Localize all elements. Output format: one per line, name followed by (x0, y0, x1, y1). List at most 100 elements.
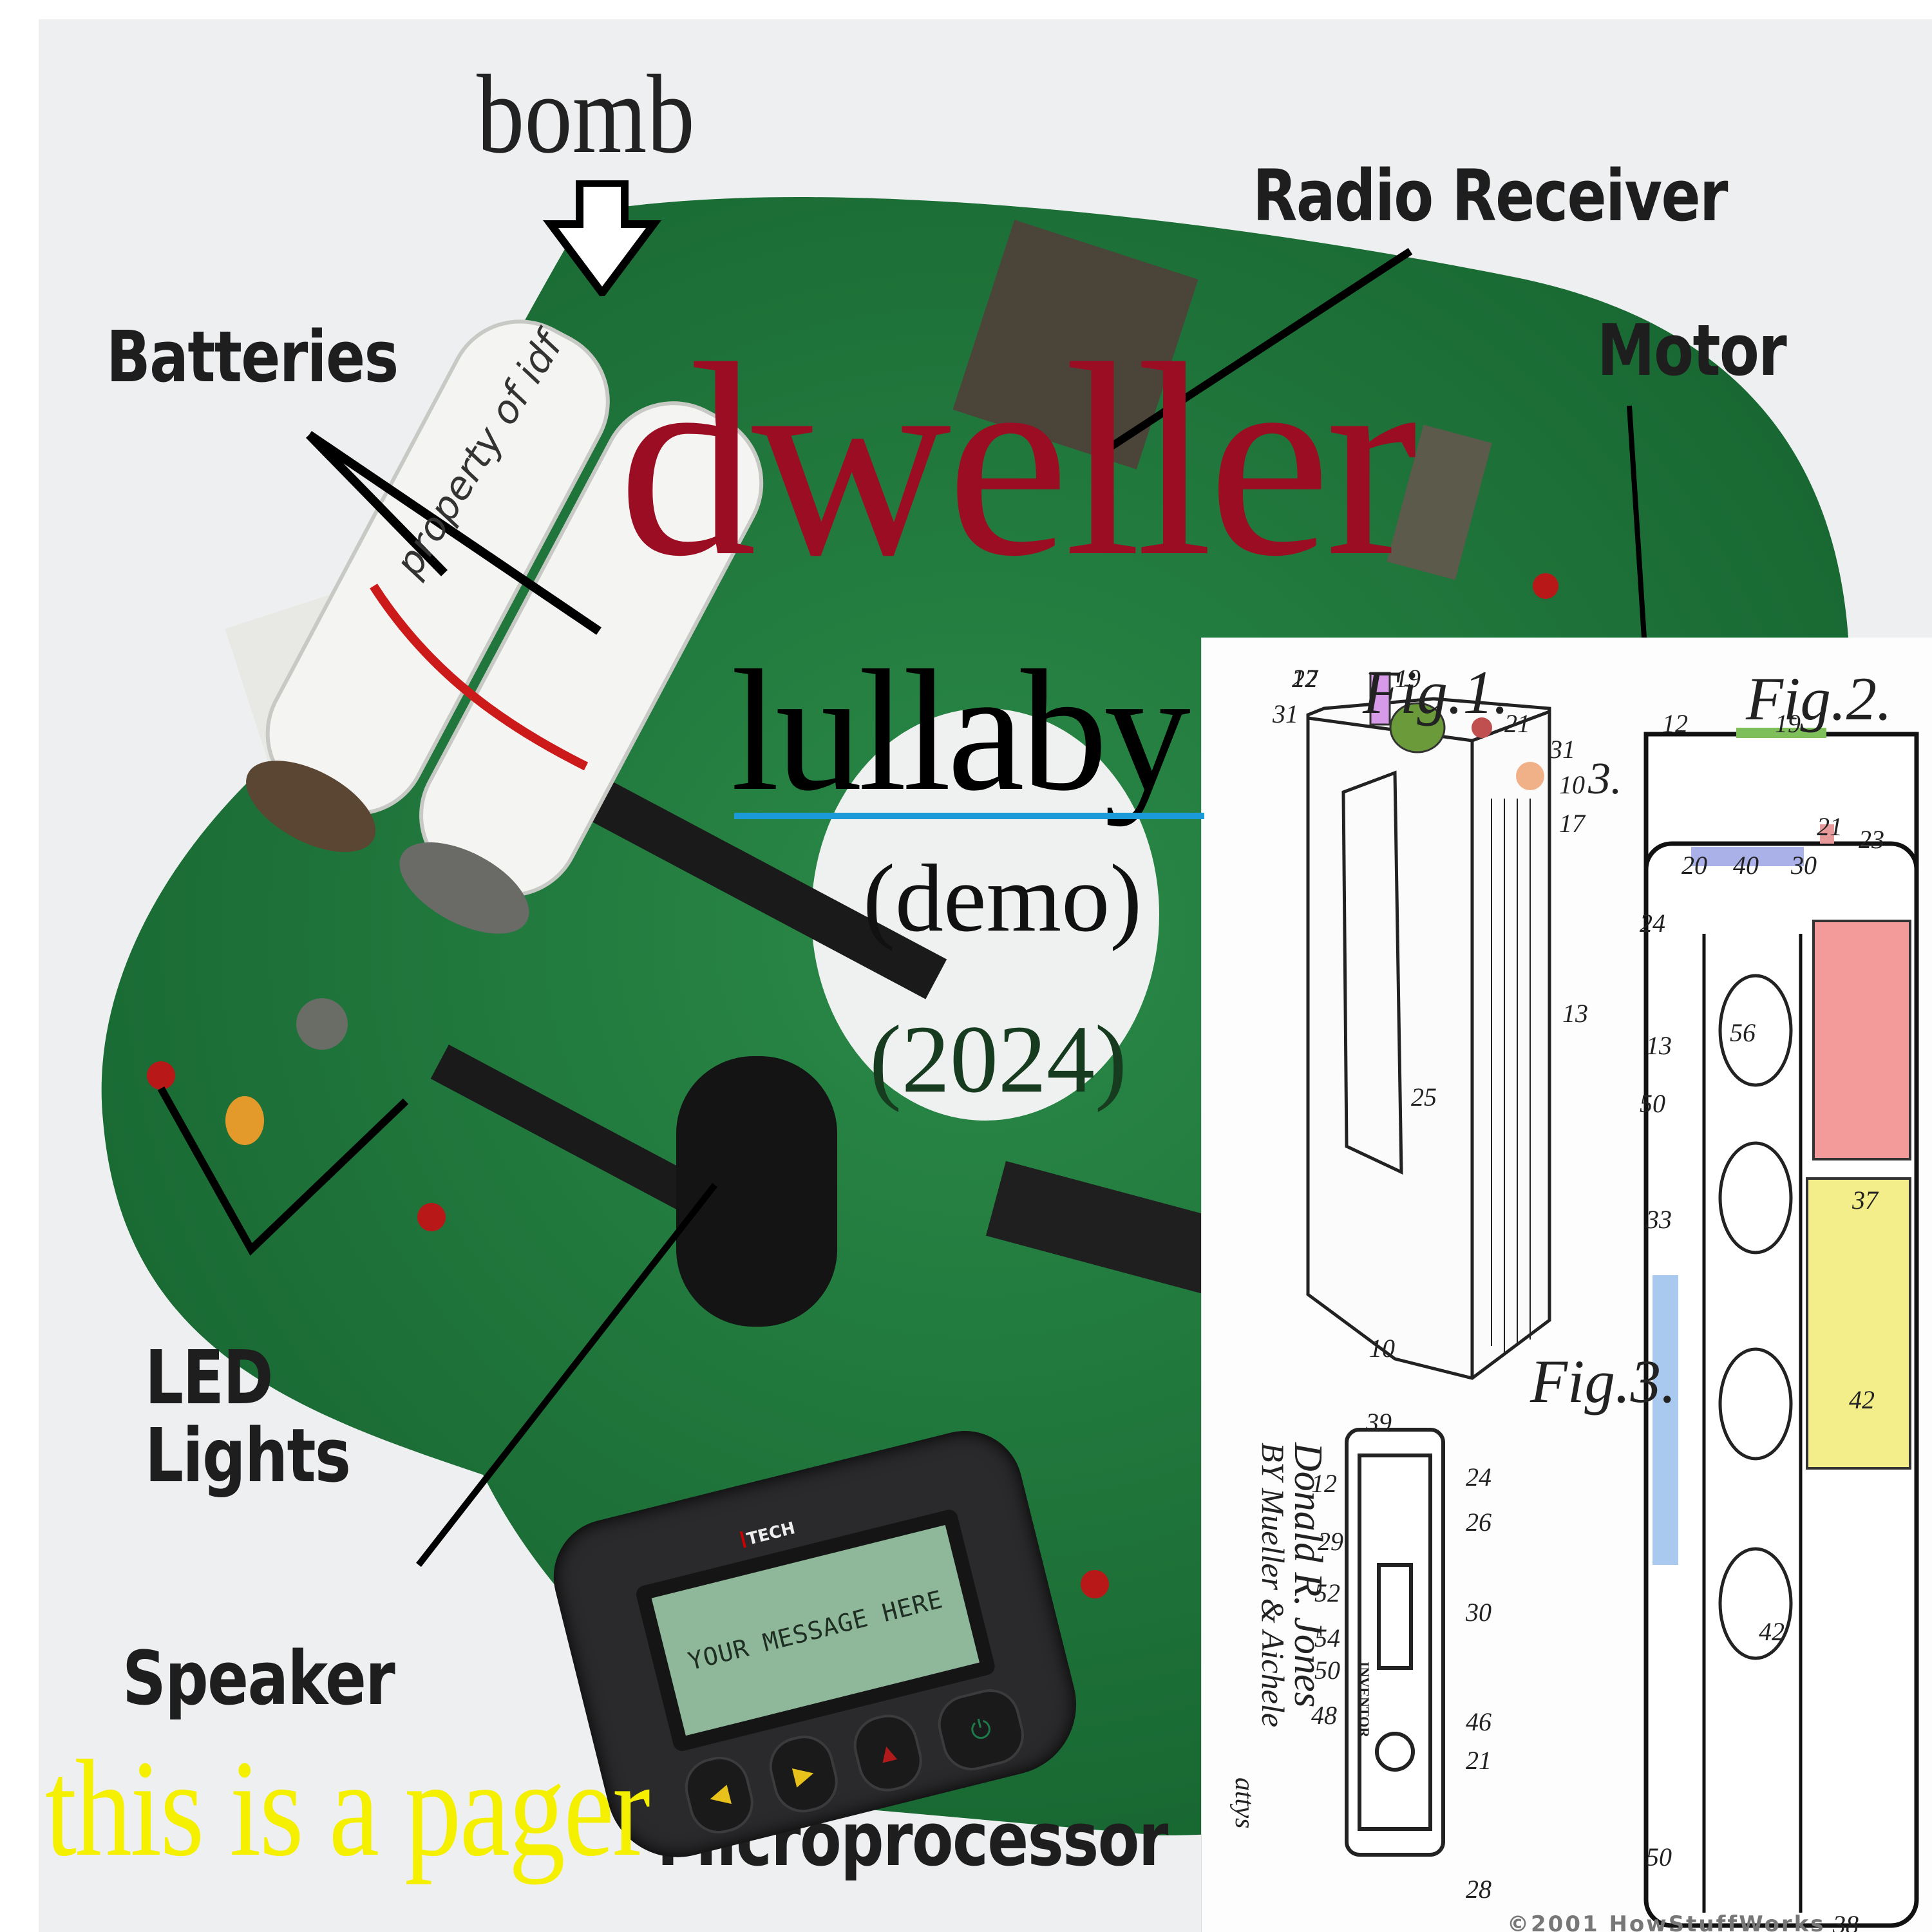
patent-ref-number: 17 (1559, 809, 1585, 838)
patent-ref-number: 13 (1646, 1031, 1672, 1060)
patent-drawing: Fig.1. Fig.2. Fig.3. 3. Donald R. Jones … (1201, 638, 1932, 1932)
patent-ref-number: 12 (1662, 709, 1688, 738)
patent-ref-number: 37 (1852, 1186, 1878, 1215)
album-subtitle: lullaby (731, 634, 1191, 827)
fig2-coils (1718, 974, 1793, 1660)
patent-ref-number: 17 (1292, 664, 1318, 693)
label-led-lights: LED Lights (145, 1335, 351, 1499)
patent-ref-number: 50 (1314, 1656, 1340, 1685)
down-arrow-icon (543, 180, 661, 296)
bomb-label: bomb (477, 52, 695, 176)
patent-ref-number: 10 (1369, 1334, 1395, 1363)
patent-ref-number: 21 (1817, 812, 1842, 841)
patent-ref-number: 26 (1466, 1508, 1492, 1537)
patent-ref-number: 24 (1466, 1463, 1492, 1492)
fig1-antenna (1369, 672, 1391, 726)
fig2-green-board (1736, 728, 1826, 738)
label-radio-receiver: Radio Receiver (1253, 155, 1728, 237)
patent-ref-number: 12 (1311, 1469, 1337, 1498)
inventor-caption: INVENTOR (1356, 1662, 1372, 1738)
fig1-speaker-grille (1389, 702, 1446, 753)
chip (573, 772, 947, 999)
patent-ref-number: 30 (1791, 851, 1817, 880)
patent-ref-number: 40 (1733, 851, 1759, 880)
fig1-button (1516, 762, 1544, 790)
patent-ref-number: 30 (1466, 1598, 1492, 1627)
patent-ref-number: 13 (1562, 999, 1588, 1028)
patent-ref-number: 25 (1411, 1083, 1437, 1112)
subtitle-underline (734, 813, 1204, 819)
attorneys-name: BY Mueller & Aichele (1255, 1443, 1291, 1728)
fig2-label: Fig.2. (1746, 665, 1892, 733)
radio-receiver-module (952, 220, 1198, 469)
patent-ref-number: 54 (1314, 1624, 1340, 1653)
pager-caption: this is a pager (45, 1731, 650, 1885)
patent-ref-number: 24 (1640, 909, 1665, 938)
patent-ref-number: 42 (1849, 1385, 1875, 1414)
patent-illustration (1306, 672, 1919, 1928)
led (1533, 573, 1558, 599)
patent-ref-number: 33 (1646, 1205, 1672, 1234)
patent-ref-number: 50 (1640, 1089, 1665, 1118)
led (417, 1203, 446, 1231)
power-icon: ⏻ (967, 1712, 994, 1747)
patent-ref-number: 50 (1646, 1842, 1672, 1871)
patent-ref-number: 10 (1559, 770, 1585, 799)
fig1-led (1472, 717, 1492, 738)
capacitor (225, 1096, 264, 1145)
callout-line-batteries (305, 431, 448, 576)
pcb-hole (811, 708, 1159, 1121)
section-marker: 3. (1588, 754, 1622, 804)
fig2-yellow-battery (1806, 1177, 1911, 1470)
patent-ref-number: 31 (1273, 699, 1298, 728)
patent-ref-number: 39 (1366, 1408, 1392, 1437)
patent-ref-number: 19 (1775, 709, 1801, 738)
fig3-label: Fig.3. (1530, 1347, 1676, 1416)
patent-ref-number: 28 (1466, 1875, 1492, 1904)
patent-ref-number: 21 (1466, 1746, 1492, 1775)
patent-ref-number: 56 (1730, 1018, 1756, 1047)
label-batteries: Batteries (106, 316, 399, 398)
demo-tag: (demo) (863, 845, 1142, 952)
label-led-line2: Lights (145, 1412, 351, 1499)
callout-line-led (157, 1086, 409, 1256)
callout-line-radio (1092, 247, 1413, 461)
fig2-red-component (1820, 824, 1834, 844)
patent-ref-number: 38 (1833, 1910, 1859, 1932)
label-motor: Motor (1597, 309, 1787, 392)
speaker-module (676, 1056, 837, 1327)
patent-ref-number: 46 (1466, 1707, 1492, 1736)
fig2-purple-chip (1691, 847, 1804, 866)
label-led-line1: LED (145, 1335, 274, 1421)
attys-signature: attys (1229, 1777, 1259, 1829)
patent-ref-number: 20 (1681, 851, 1707, 880)
fig2-blue-tube (1653, 1275, 1678, 1565)
patent-ref-number: 31 (1549, 735, 1575, 764)
led (1081, 1570, 1109, 1598)
callout-line-batteries (307, 431, 601, 635)
patent-ref-number: 23 (1859, 825, 1884, 854)
patent-ref-number: 48 (1311, 1701, 1337, 1730)
up-arrow-icon: ▲ (871, 1735, 904, 1770)
chip (985, 1160, 1243, 1300)
patent-ref-number: 19 (1395, 664, 1421, 693)
fig2-red-battery (1812, 920, 1911, 1160)
album-title: dweller (618, 307, 1417, 614)
patent-ref-number: 29 (1318, 1527, 1343, 1556)
callout-line-speaker (416, 1182, 717, 1567)
patent-ref-number: 21 (1504, 709, 1530, 738)
wire (370, 583, 589, 771)
fig1-label: Fig.1. (1363, 658, 1509, 726)
label-speaker: Speaker (122, 1636, 395, 1722)
right-arrow-icon: ▶ (790, 1757, 817, 1790)
fig3-device (1345, 1428, 1445, 1857)
fig1-device (1306, 697, 1551, 1380)
release-year: (2024) (869, 1006, 1127, 1113)
mount-hole (296, 998, 348, 1050)
copyright-text: ©2001 HowStuffWorks (1507, 1911, 1826, 1932)
patent-ref-number: 52 (1314, 1578, 1340, 1607)
pager-message: YOUR MESSAGE HERE (685, 1585, 946, 1676)
patent-ref-number: 22 (1292, 664, 1318, 693)
patent-ref-number: 42 (1759, 1617, 1785, 1646)
